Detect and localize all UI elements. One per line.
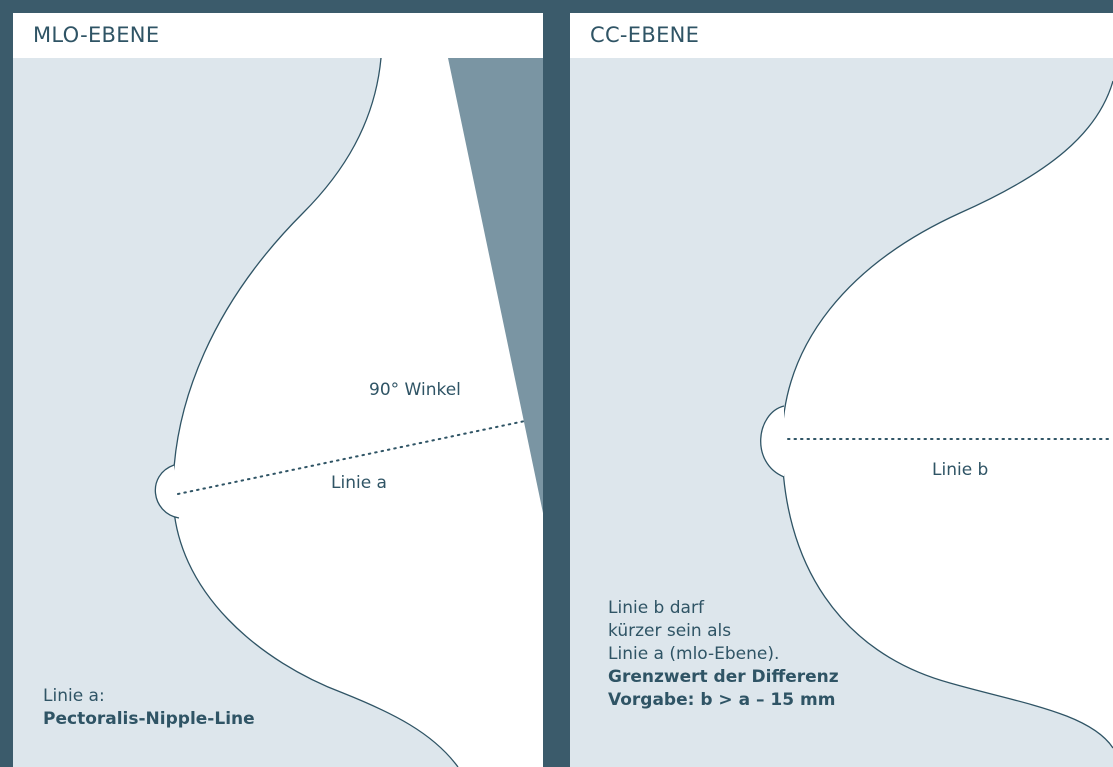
mlo-caption: Linie a: Pectoralis-Nipple-Line (43, 685, 255, 731)
cc-caption: Linie b darf kürzer sein als Linie a (ml… (608, 597, 839, 712)
cc-nipple (760, 405, 785, 478)
cc-caption-line-4: Grenzwert der Differenz (608, 667, 839, 687)
mlo-illustration (13, 13, 543, 767)
mlo-caption-line-2: Pectoralis-Nipple-Line (43, 709, 255, 729)
cc-caption-line-3: Linie a (mlo-Ebene). (608, 644, 780, 664)
line-a (177, 420, 526, 495)
cc-caption-line-5: Vorgabe: b > a – 15 mm (608, 690, 836, 710)
cc-title: CC-EBENE (570, 13, 1113, 58)
line-b-label: Linie b (932, 460, 989, 480)
mlo-panel: MLO-EBENE 90° Winkel Linie a Linie a: Pe… (13, 13, 543, 767)
mlo-title: MLO-EBENE (13, 13, 543, 58)
mlo-nipple (154, 464, 180, 519)
pectoralis-muscle (448, 58, 543, 513)
cc-caption-line-1: Linie b darf (608, 598, 704, 618)
mlo-caption-line-1: Linie a: (43, 686, 105, 706)
mlo-breast-shape (173, 58, 543, 767)
cc-breast-shape (782, 81, 1113, 767)
cc-panel: CC-EBENE Linie b Linie b darf kürzer sei… (570, 13, 1113, 767)
angle-label: 90° Winkel (369, 380, 461, 400)
cc-illustration (570, 13, 1113, 767)
cc-caption-line-2: kürzer sein als (608, 621, 732, 641)
line-a-label: Linie a (331, 473, 387, 493)
